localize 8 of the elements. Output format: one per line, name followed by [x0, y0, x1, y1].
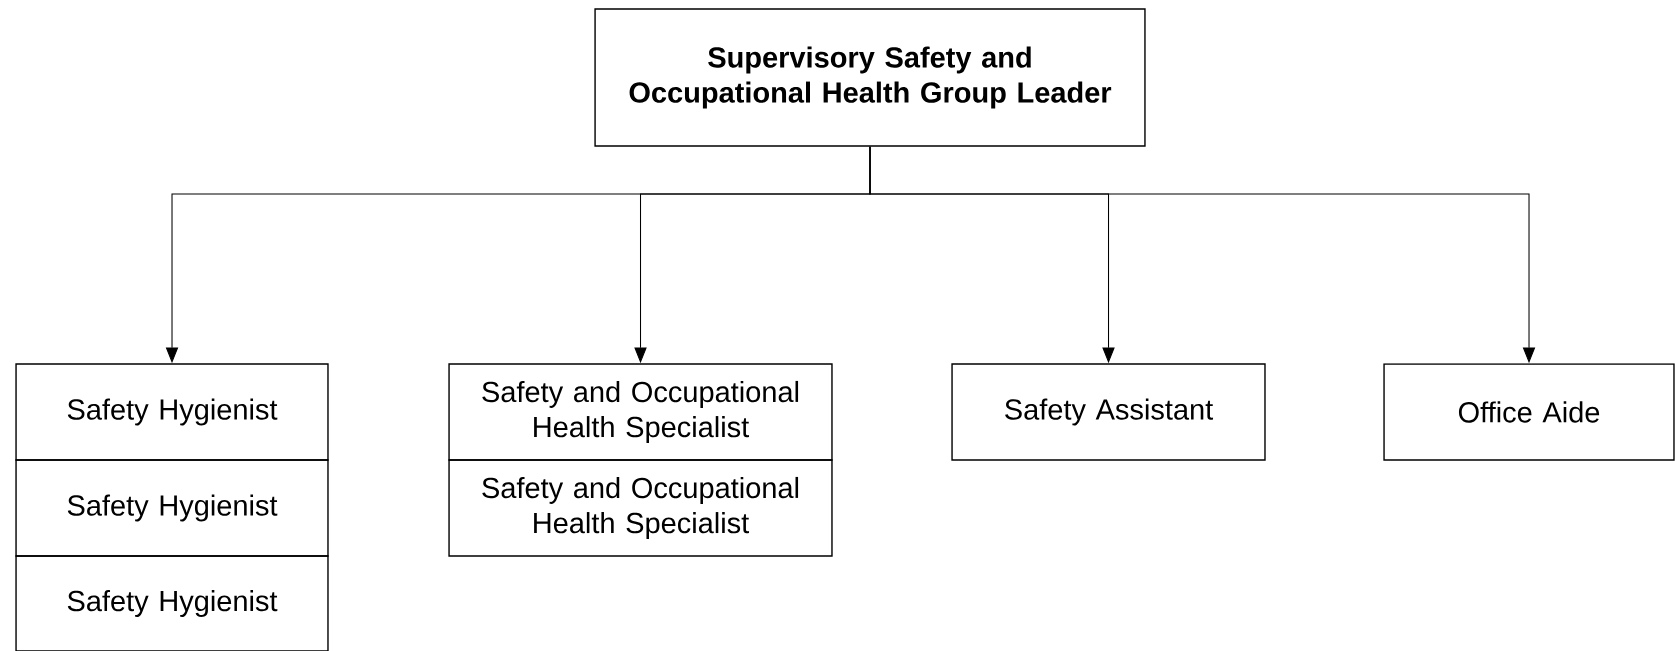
role-box: Office Aide	[1383, 363, 1675, 461]
role-box: Safety Hygienist	[15, 459, 329, 557]
role-box: Safety Assistant	[951, 363, 1266, 461]
role-box: Safety Hygienist	[15, 363, 329, 461]
role-box: Safety and Occupational Health Specialist	[448, 363, 833, 461]
title-box: Supervisory Safety and Occupational Health Group Leader	[594, 8, 1146, 147]
role-box: Safety Hygienist	[15, 555, 329, 651]
role-box: Safety and Occupational Health Specialist	[448, 459, 833, 557]
